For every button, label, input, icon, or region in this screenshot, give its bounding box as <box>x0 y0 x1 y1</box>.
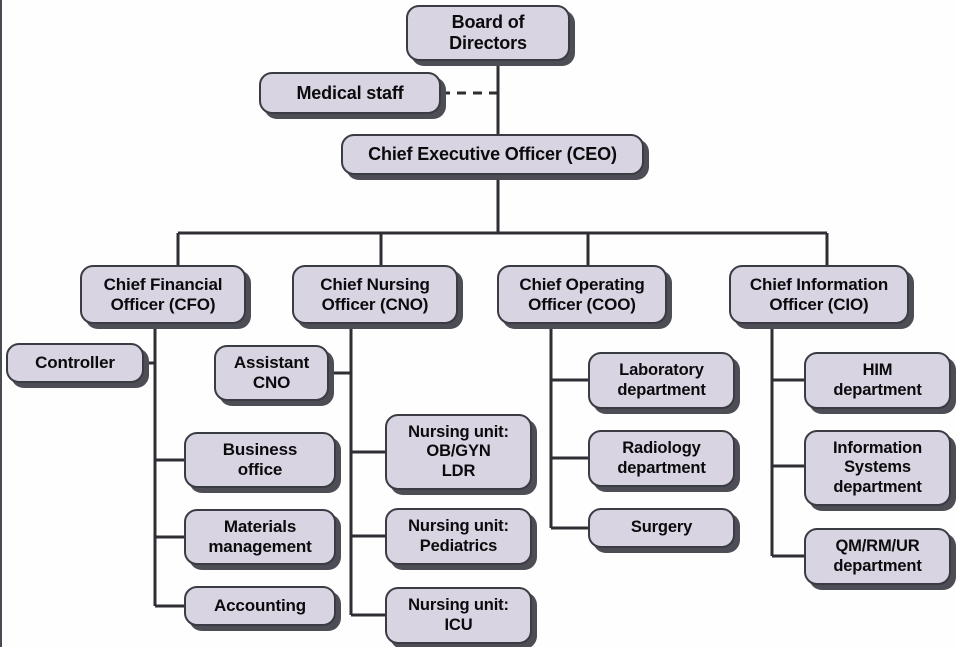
node-chief-information-officer[interactable]: Chief Information Officer (CIO) <box>729 265 909 324</box>
node-chief-operating-officer[interactable]: Chief Operating Officer (COO) <box>497 265 667 324</box>
node-surgery[interactable]: Surgery <box>588 508 735 548</box>
node-assistant-cno[interactable]: Assistant CNO <box>214 345 329 401</box>
node-nursing-unit-pediatrics[interactable]: Nursing unit: Pediatrics <box>385 508 532 565</box>
node-materials-management[interactable]: Materials management <box>184 509 336 565</box>
node-chief-executive-officer[interactable]: Chief Executive Officer (CEO) <box>341 134 644 175</box>
node-business-office[interactable]: Business office <box>184 432 336 488</box>
node-information-systems-department[interactable]: Information Systems department <box>804 430 951 506</box>
node-board-of-directors[interactable]: Board of Directors <box>406 5 570 61</box>
node-nursing-unit-icu[interactable]: Nursing unit: ICU <box>385 587 532 644</box>
node-laboratory-department[interactable]: Laboratory department <box>588 352 735 409</box>
node-accounting[interactable]: Accounting <box>184 586 336 626</box>
node-qm-rm-ur-department[interactable]: QM/RM/UR department <box>804 528 951 585</box>
node-him-department[interactable]: HIM department <box>804 352 951 409</box>
node-chief-nursing-officer[interactable]: Chief Nursing Officer (CNO) <box>292 265 458 324</box>
node-chief-financial-officer[interactable]: Chief Financial Officer (CFO) <box>80 265 246 324</box>
node-nursing-unit-obgyn-ldr[interactable]: Nursing unit: OB/GYN LDR <box>385 414 532 490</box>
figure-left-rule <box>0 0 2 647</box>
node-medical-staff[interactable]: Medical staff <box>259 72 441 114</box>
node-controller[interactable]: Controller <box>6 343 144 383</box>
node-radiology-department[interactable]: Radiology department <box>588 430 735 487</box>
